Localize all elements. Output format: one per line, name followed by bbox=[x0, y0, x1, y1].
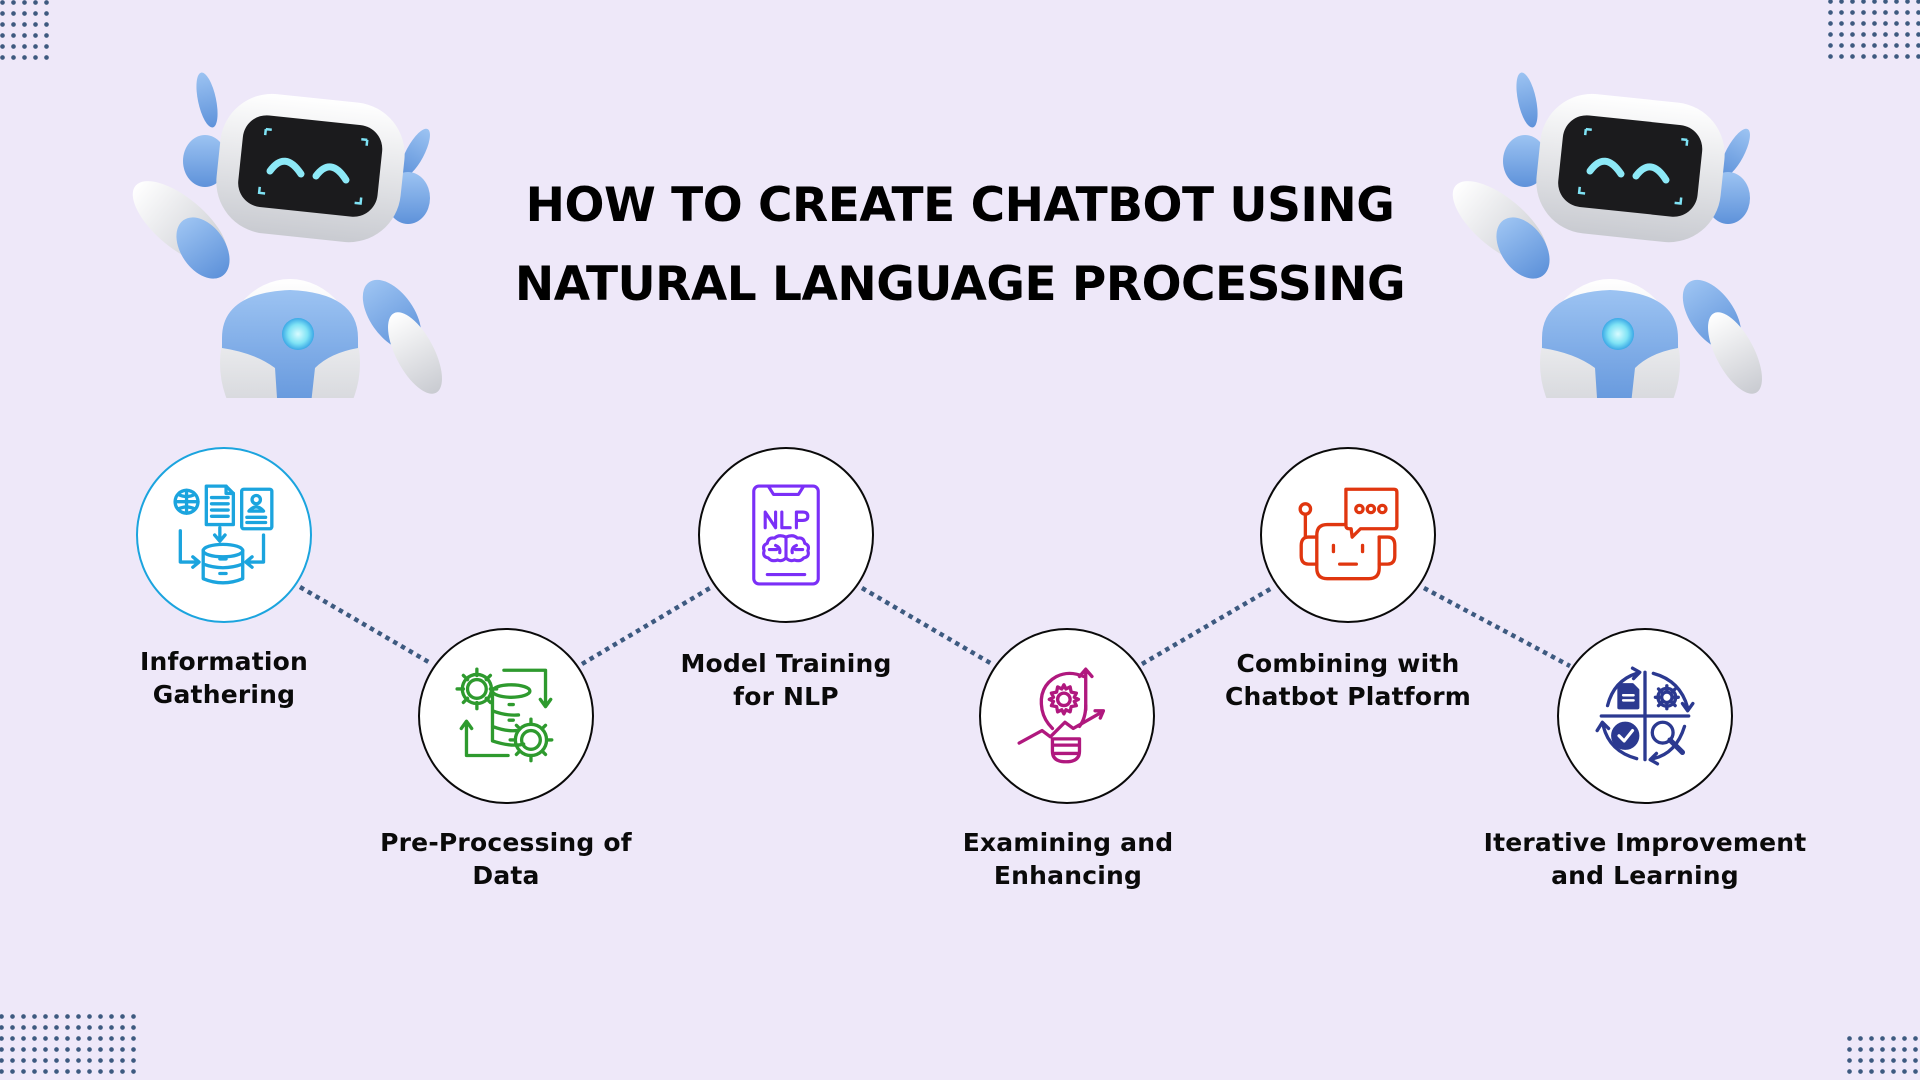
robot-mascot-icon bbox=[132, 72, 442, 398]
step-4-circle bbox=[979, 628, 1155, 804]
step-3-circle bbox=[698, 447, 874, 623]
data-processing-gears-icon bbox=[455, 667, 554, 763]
step-6-label: Iterative Improvement and Learning bbox=[1483, 828, 1807, 890]
dot-grid-top-left bbox=[0, 0, 52, 60]
iteration-cycle-icon bbox=[1595, 666, 1695, 766]
lightbulb-growth-icon bbox=[1017, 667, 1106, 764]
step-2-circle bbox=[418, 628, 594, 804]
chatbot-speech-icon bbox=[1298, 487, 1399, 581]
title-line-2: NATURAL LANGUAGE PROCESSING bbox=[514, 257, 1406, 312]
robot-mascot-icon bbox=[1452, 72, 1762, 398]
step-1-circle bbox=[136, 447, 312, 623]
step-2-label: Pre-Processing of Data bbox=[380, 828, 632, 890]
dot-grid-bottom-left bbox=[0, 1011, 136, 1077]
step-5-circle bbox=[1260, 447, 1436, 623]
title-line-1: HOW TO CREATE CHATBOT USING bbox=[525, 178, 1395, 233]
nlp-phone-brain-icon bbox=[752, 484, 820, 586]
step-4-label: Examining and Enhancing bbox=[962, 828, 1174, 890]
data-gathering-icon bbox=[173, 484, 274, 585]
step-1-label: Information Gathering bbox=[139, 647, 309, 709]
page-title: HOW TO CREATE CHATBOT USING NATURAL LANG… bbox=[0, 166, 1920, 324]
dot-grid-bottom-right bbox=[1844, 1033, 1920, 1077]
robot-mascot-right bbox=[1450, 68, 1770, 398]
dot-grid-top-right bbox=[1825, 0, 1920, 60]
step-6-circle bbox=[1557, 628, 1733, 804]
step-3-label: Model Training for NLP bbox=[680, 649, 892, 711]
robot-mascot-left bbox=[130, 68, 450, 398]
step-5-label: Combining with Chatbot Platform bbox=[1224, 649, 1472, 711]
